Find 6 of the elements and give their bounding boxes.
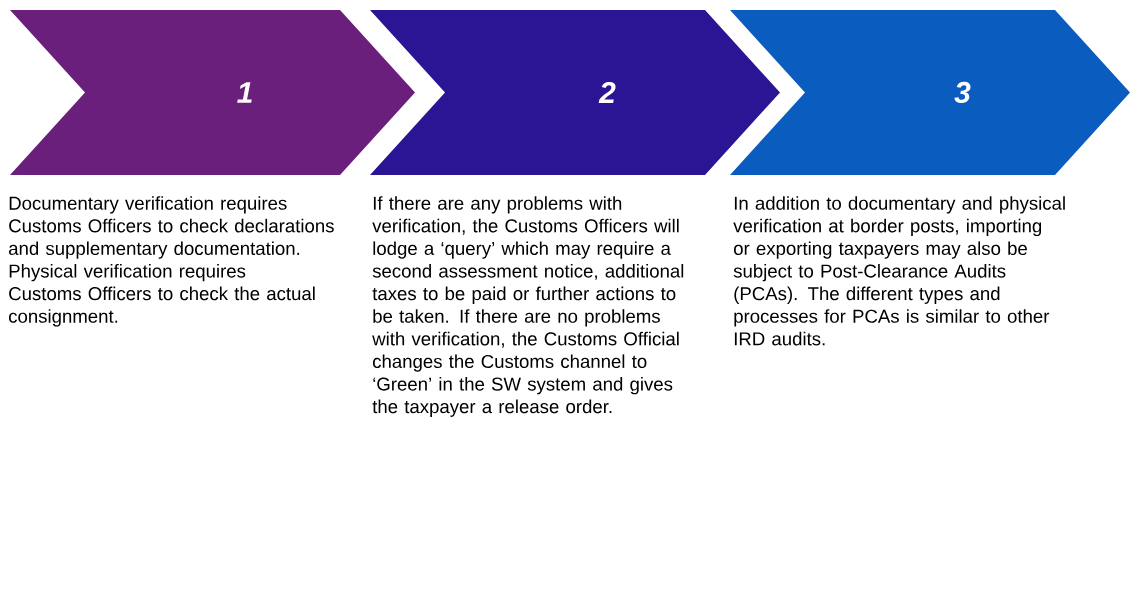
step-description: Documentary verification requires Customs Officers to check declarations and supplementary documentation. Physical verification requires Customs Officers to check the actual consignment. <box>9 196 334 327</box>
step-description: If there are any problems with verification, the Customs Officers will lodge a ‘query’ which may require a second assessment notice, additional taxes to be paid or further actions to be taken. If there are no problems with verification, the Customs Official changes the Customs channel to ‘Green’ in the SW system and gives the taxpayer a release order. <box>372 196 684 417</box>
step-description: In addition to documentary and physical verification at border posts, importing or exporting taxpayers may also be subject to Post-Clearance Audits (PCAs). The different types and processes for PCAs is similar to other IRD audits. <box>733 196 1065 346</box>
chevron-step: 2 <box>370 10 780 175</box>
chevron-step: 3 <box>730 10 1130 175</box>
chevron-step: 1 <box>10 10 415 175</box>
